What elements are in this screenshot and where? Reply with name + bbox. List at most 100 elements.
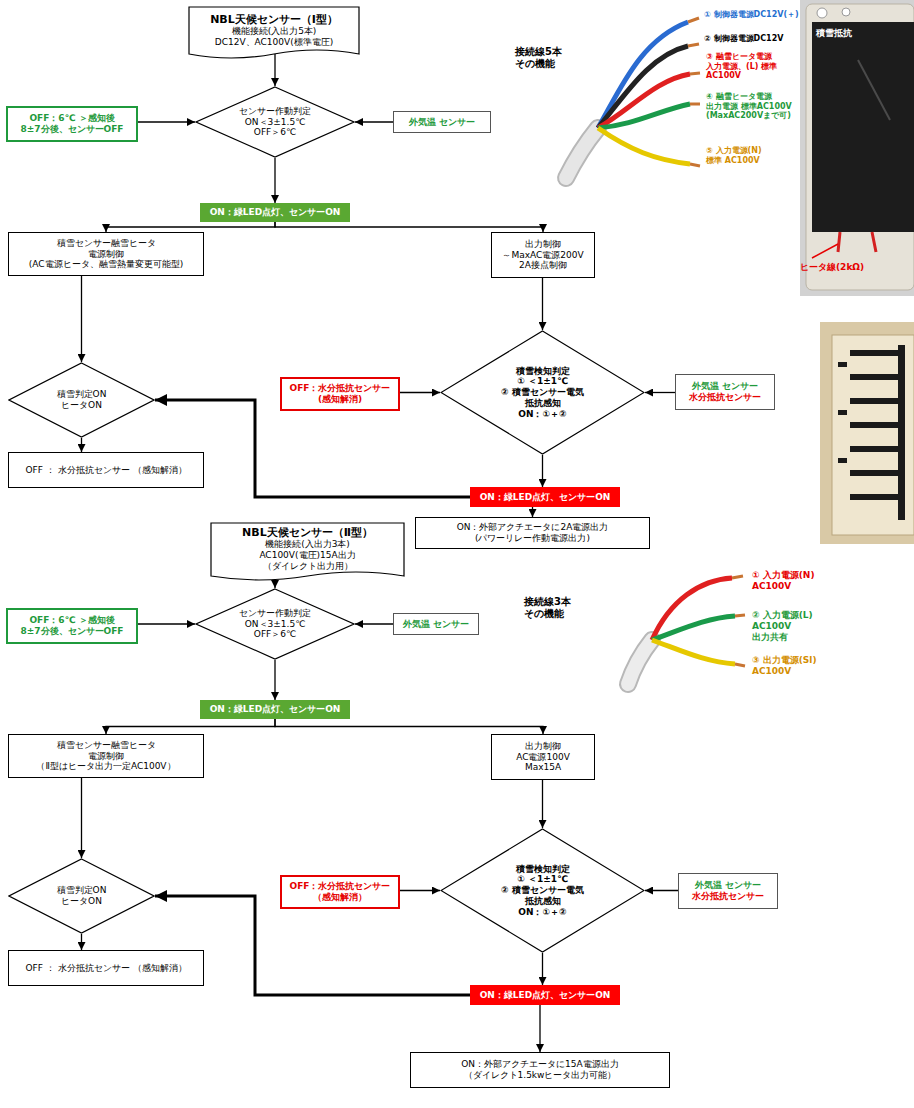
title-document: NBL天候センサー（Ⅰ型）機能接続(入出力5本) DC12V、AC100V(標準… (188, 6, 360, 62)
process-box: OFF ： 水分抵抗センサー （感知解消） (8, 950, 204, 986)
node-text: 出力制御 AC電源100V Max15A (496, 741, 590, 773)
node-text: ON：緑LED点灯、センサーON (203, 704, 347, 715)
shape-outline (189, 7, 359, 58)
annotation-label: ⑤ 入力電源(N) 標準 AC100V (706, 146, 780, 165)
wire-photo-3 (628, 576, 745, 684)
node-content: NBL天候センサー（Ⅰ型）機能接続(入出力5本) DC12V、AC100V(標準… (193, 13, 355, 48)
connector-arrow (542, 953, 543, 985)
annotation-label: 積雪抵抗 (816, 28, 906, 39)
connector-arrow (81, 934, 82, 950)
connector-arrow (542, 455, 543, 487)
node-text: 外気温 センサー (680, 381, 770, 392)
node-content: OFF：6℃ ＞感知後 8±7分後、センサーOFF (12, 113, 132, 135)
connector-arrow (274, 158, 275, 203)
node-content: ON：緑LED点灯、センサーON (473, 990, 617, 1001)
connector-arrow (542, 278, 543, 330)
connector-arrow (81, 276, 82, 362)
shape-outline (196, 87, 354, 157)
sensor-plate-photo (820, 322, 914, 544)
decision-diamond: 積雪検知判定① ＜1±1℃② 積雪センサー電気 抵抗感知ON：①＋② (440, 828, 645, 953)
node-content: OFF：水分抵抗センサー （感知解消） (286, 881, 394, 903)
node-text: OFF ： 水分抵抗センサー （感知解消） (13, 963, 199, 974)
node-content: ON：緑LED点灯、センサーON (203, 704, 347, 715)
node-text: 水分抵抗センサー (683, 891, 773, 902)
process-box: OFF：6℃ ＞感知後 8±7分後、センサーOFF (6, 608, 138, 644)
node-text: NBL天候センサー（Ⅰ型） (193, 13, 355, 26)
connector-arrow (355, 121, 393, 122)
status-band: ON：緑LED点灯、センサーON (200, 700, 350, 719)
node-text: ON：①＋② (485, 409, 600, 420)
connector-arrow (355, 623, 393, 624)
process-box: ON：外部アクチエータに15A電源出力 （ダイレクト1.5kwヒータ出力可能） (410, 1052, 670, 1088)
node-text: 外気温 センサー (398, 619, 474, 630)
node-content: OFF ： 水分抵抗センサー （感知解消） (13, 465, 199, 476)
process-box: 出力制御 AC電源100V Max15A (491, 734, 595, 780)
decision-diamond: 積雪検知判定① ＜1±1℃② 積雪センサー電気 抵抗感知ON：①＋② (440, 330, 645, 455)
node-text: ① ＜1±1℃ (485, 376, 600, 387)
connector-arrow (645, 392, 675, 393)
node-content: 出力制御 AC電源100V Max15A (496, 741, 590, 773)
node-content: OFF：水分抵抗センサー (感知解消) (286, 383, 394, 405)
node-text: ① ＜1±1℃ (485, 874, 600, 885)
node-text: ON：緑LED点灯、センサーON (473, 492, 617, 503)
node-text: 積雪センサー融雪ヒータ 電源制御 (AC電源ヒータ、融雪熱量変更可能型) (13, 238, 199, 270)
annotation-label: 接続線3本 その機能 (524, 596, 586, 620)
annotation-label: ③ 出力電源(Sl) AC100V (752, 655, 826, 677)
title-document: NBL天候センサー（Ⅱ型）機能接続(入出力3本) AC100V(電圧)15A出力… (210, 522, 405, 584)
node-content: 積雪判定ON ヒータON (41, 389, 123, 411)
node-text: OFF：6℃ ＞感知後 8±7分後、センサーOFF (12, 113, 132, 135)
connector-arrow (106, 719, 275, 734)
node-text: ON：①＋② (485, 907, 600, 918)
node-content: 外気温 センサー (398, 117, 486, 128)
connector-arrow (81, 778, 82, 858)
shape-outline (9, 859, 154, 933)
node-content: センサー作動判定 ON＜3±1.5℃ OFF＞6℃ (230, 608, 320, 640)
connector-arrow (275, 719, 543, 734)
node-content: ON：緑LED点灯、センサーON (473, 492, 617, 503)
node-content: OFF ： 水分抵抗センサー （感知解消） (13, 963, 199, 974)
connector-arrow (539, 1005, 540, 1052)
process-box: 外気温 センサー (393, 613, 479, 635)
annotation-label: ① 入力電源(N) AC100V (752, 570, 826, 592)
node-text: 積雪判定ON ヒータON (41, 389, 123, 411)
housing-photo (800, 0, 914, 296)
node-content: 積雪センサー融雪ヒータ 電源制御 （Ⅱ型はヒータ出力一定AC100V） (13, 740, 199, 772)
shape-outline (211, 523, 404, 580)
node-content: 積雪判定ON ヒータON (41, 885, 123, 907)
shape-outline (9, 363, 154, 437)
node-content: 出力制御 ～MaxAC電源200V 2A接点制御 (496, 239, 590, 271)
decision-diamond: センサー作動判定 ON＜3±1.5℃ OFF＞6℃ (195, 588, 355, 660)
wire-photo-5 (566, 18, 700, 178)
process-box: 外気温 センサー (393, 111, 491, 133)
connector-arrow (400, 392, 440, 393)
connector-arrow (138, 121, 195, 122)
decision-diamond: 積雪判定ON ヒータON (8, 858, 155, 934)
process-box: 積雪センサー融雪ヒータ 電源制御 （Ⅱ型はヒータ出力一定AC100V） (8, 734, 204, 778)
connector-arrow (400, 890, 440, 891)
connector-arrow (532, 507, 533, 517)
node-text: ON：緑LED点灯、センサーON (473, 990, 617, 1001)
node-text: OFF：水分抵抗センサー (感知解消) (286, 383, 394, 405)
node-text: 積雪検知判定 (485, 864, 600, 875)
node-text: OFF：水分抵抗センサー （感知解消） (286, 881, 394, 903)
node-text: 機能接続(入出力5本) DC12V、AC100V(標準電圧) (193, 26, 355, 48)
connector-arrow (138, 623, 195, 624)
annotation-label: ④ 融雪ヒータ電源 出力電源 標準AC100V (MaxAC200Vまで可) (706, 92, 796, 121)
annotation-label: 接続線5本 その機能 (515, 46, 577, 70)
node-text: NBL天候センサー（Ⅱ型） (215, 526, 400, 539)
node-text: 積雪センサー融雪ヒータ 電源制御 （Ⅱ型はヒータ出力一定AC100V） (13, 740, 199, 772)
connector-arrow (274, 660, 275, 700)
process-box: OFF：水分抵抗センサー （感知解消） (280, 875, 400, 909)
node-text: センサー作動判定 ON＜3±1.5℃ OFF＞6℃ (230, 608, 320, 640)
node-content: 積雪センサー融雪ヒータ 電源制御 (AC電源ヒータ、融雪熱量変更可能型) (13, 238, 199, 270)
connector-arrow (81, 438, 82, 452)
shape-outline (441, 829, 644, 952)
node-text: OFF：6℃ ＞感知後 8±7分後、センサーOFF (12, 615, 132, 637)
process-box: 積雪センサー融雪ヒータ 電源制御 (AC電源ヒータ、融雪熱量変更可能型) (8, 232, 204, 276)
status-band: ON：緑LED点灯、センサーON (200, 203, 350, 222)
node-content: ON：外部アクチエータに15A電源出力 （ダイレクト1.5kwヒータ出力可能） (415, 1059, 665, 1081)
process-box: 外気温 センサー水分抵抗センサー (675, 374, 775, 410)
node-content: 外気温 センサー (398, 619, 474, 630)
